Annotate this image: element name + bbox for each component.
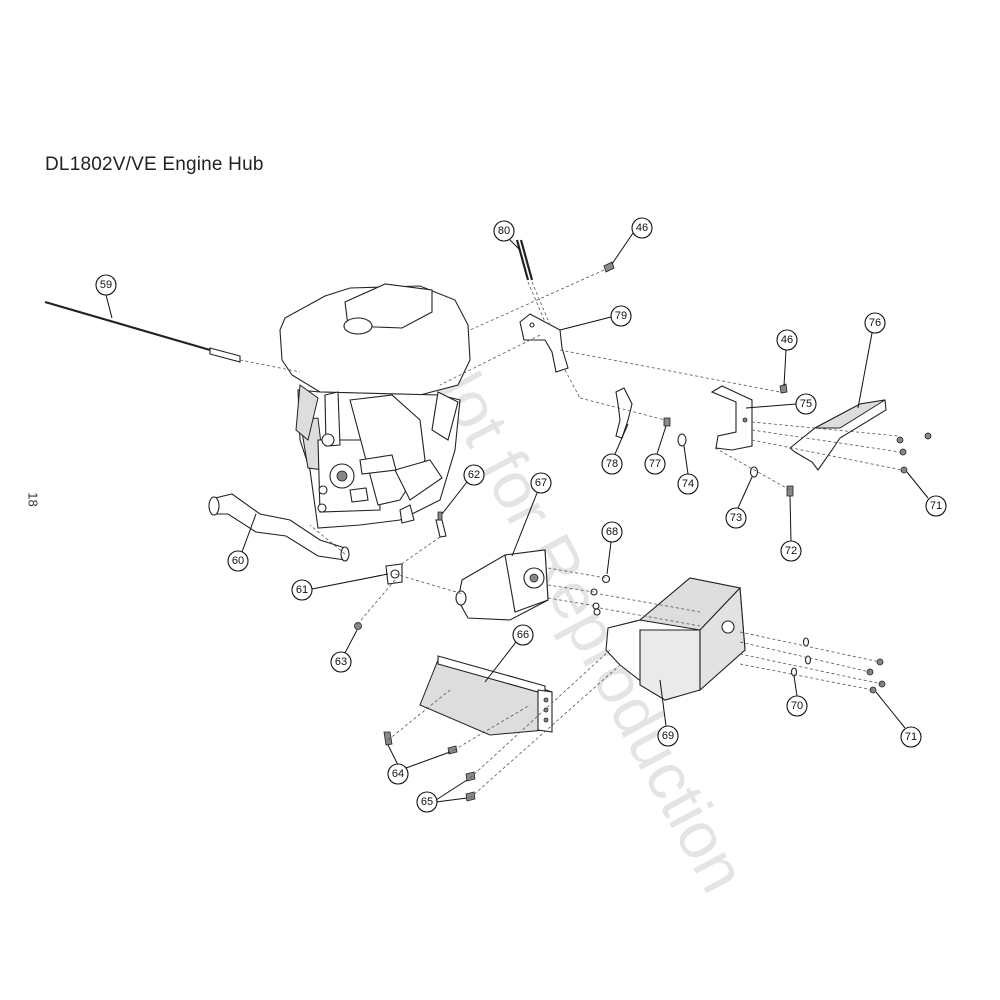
callout-69: 69: [657, 679, 679, 747]
svg-text:46: 46: [636, 222, 648, 234]
svg-text:73: 73: [730, 512, 742, 524]
callout-59: 59: [95, 274, 117, 319]
svg-text:77: 77: [649, 458, 661, 470]
svg-text:72: 72: [785, 545, 797, 557]
screw-77: [663, 417, 671, 427]
callout-66: 66: [484, 624, 534, 683]
callout-76: 76: [857, 312, 886, 409]
diagram-title: DL1802V/VE Engine Hub: [45, 154, 264, 175]
callout-71-lower: 71: [875, 691, 922, 748]
svg-text:62: 62: [468, 469, 480, 481]
callout-46-top: 46: [611, 217, 653, 265]
screws-64: [383, 731, 458, 755]
bolts-71-upper: [896, 432, 932, 474]
callout-65: 65: [416, 779, 468, 813]
svg-text:71: 71: [930, 500, 942, 512]
callout-64: 64: [387, 744, 451, 785]
svg-text:66: 66: [517, 629, 529, 641]
callout-78: 78: [601, 423, 629, 475]
svg-text:70: 70: [791, 700, 803, 712]
svg-text:74: 74: [682, 478, 694, 490]
bolt-80: [515, 239, 534, 281]
callout-77: 77: [644, 425, 667, 475]
svg-text:46: 46: [781, 334, 793, 346]
callout-63: 63: [330, 629, 358, 673]
svg-text:78: 78: [606, 458, 618, 470]
svg-text:75: 75: [800, 398, 812, 410]
svg-text:59: 59: [100, 279, 112, 291]
svg-text:67: 67: [535, 477, 547, 489]
screw-46-top: [603, 261, 615, 273]
nut-63: [354, 622, 362, 630]
svg-text:69: 69: [662, 730, 674, 742]
svg-text:79: 79: [615, 310, 627, 322]
callout-62: 62: [441, 464, 485, 515]
engine-assembly: [279, 283, 471, 529]
heat-shield-69: [605, 577, 746, 701]
muffler-67: [455, 549, 549, 621]
svg-text:68: 68: [606, 526, 618, 538]
callout-72: 72: [780, 495, 802, 562]
stud-62: [435, 511, 447, 538]
svg-text:63: 63: [335, 656, 347, 668]
exhaust-pipe-60: [208, 493, 350, 562]
callout-60: 60: [227, 513, 257, 572]
washer-73: [749, 466, 759, 478]
svg-text:60: 60: [232, 555, 244, 567]
throttle-cable-59: [44, 300, 301, 373]
svg-text:80: 80: [498, 225, 510, 237]
svg-text:61: 61: [296, 584, 308, 596]
screw-46-right: [779, 383, 788, 394]
callout-75: 75: [745, 393, 817, 415]
callout-68: 68: [601, 521, 623, 575]
callout-46-right: 46: [776, 329, 798, 387]
callouts: 80 46 59 79 46 76 75 78 77 74 71 73 72 6…: [95, 217, 947, 813]
callout-71-upper: 71: [906, 471, 947, 517]
bolts-71-lower: [866, 658, 886, 694]
callout-70: 70: [786, 675, 808, 717]
callout-67: 67: [511, 472, 552, 557]
screw-72: [786, 485, 794, 497]
svg-text:76: 76: [869, 317, 881, 329]
svg-text:71: 71: [905, 731, 917, 743]
nuts-68: [590, 574, 611, 616]
assembly-lines: [309, 269, 903, 799]
svg-text:64: 64: [392, 768, 404, 780]
bracket-75: [710, 385, 753, 451]
callout-79: 79: [559, 305, 632, 331]
callout-74: 74: [677, 445, 699, 495]
callout-80: 80: [493, 220, 521, 251]
bracket-plate-66: [419, 655, 553, 736]
bracket-79: [519, 313, 569, 373]
callout-73: 73: [725, 476, 753, 529]
washer-74: [677, 433, 687, 447]
svg-text:65: 65: [421, 796, 433, 808]
callout-61: 61: [291, 573, 389, 601]
screws-65: [465, 771, 476, 802]
link-78: [615, 387, 633, 439]
